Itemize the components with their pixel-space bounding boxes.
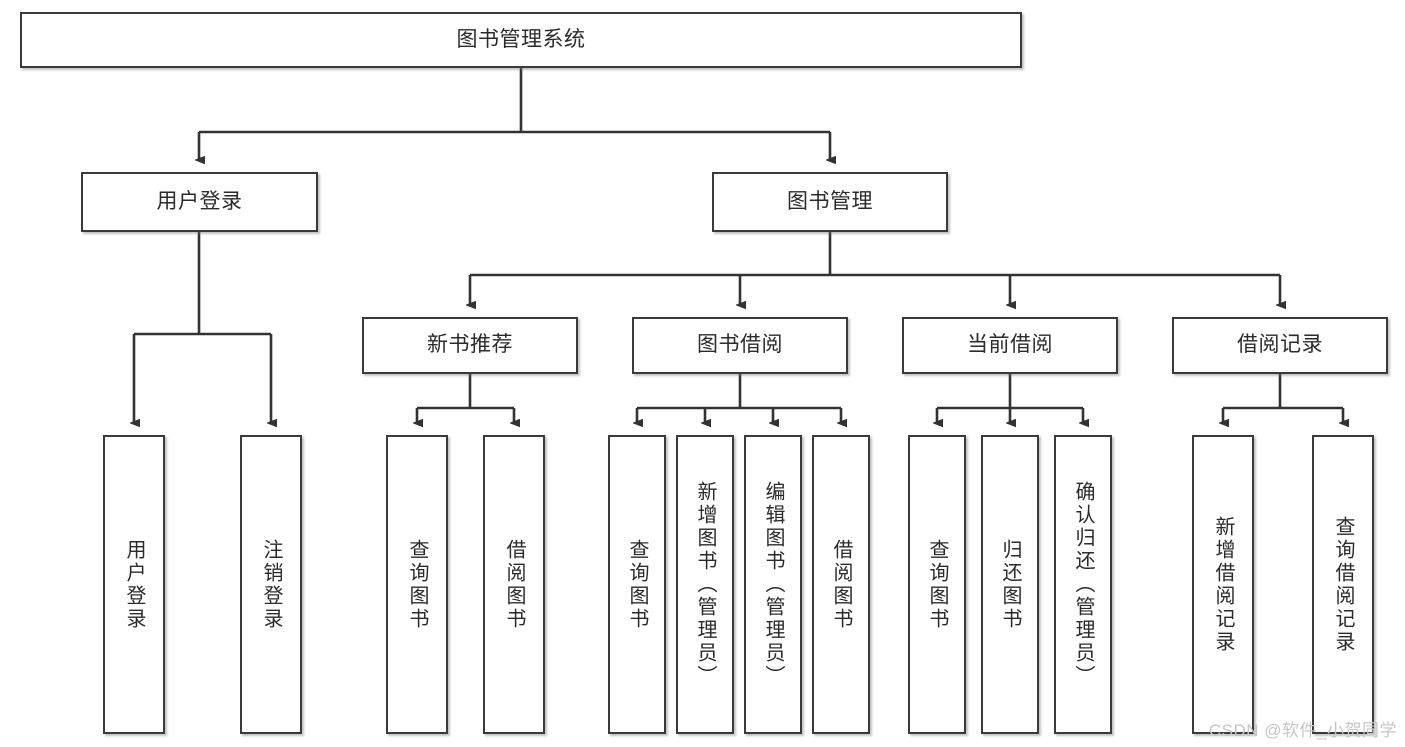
node-leaf-add-book-admin[interactable]: 新增图书（管理员） bbox=[676, 435, 734, 734]
node-leaf-borrow-book[interactable]: 借阅图书 bbox=[812, 435, 870, 734]
node-new-book-recommend[interactable]: 新书推荐 bbox=[362, 317, 578, 374]
node-root[interactable]: 图书管理系统 bbox=[20, 12, 1022, 68]
node-book-manage[interactable]: 图书管理 bbox=[712, 172, 948, 232]
node-leaf-query-book-borrow[interactable]: 查询图书 bbox=[608, 435, 666, 734]
watermark-text: CSDN @软件_小贺同学 bbox=[1208, 721, 1397, 740]
node-leaf-add-borrow-record-label: 新增借阅记录 bbox=[1212, 515, 1234, 654]
node-borrow-record[interactable]: 借阅记录 bbox=[1172, 317, 1388, 374]
node-root-label: 图书管理系统 bbox=[456, 27, 586, 51]
node-user-login[interactable]: 用户登录 bbox=[81, 172, 318, 232]
node-leaf-edit-book-admin-label: 编辑图书（管理员） bbox=[762, 481, 784, 688]
node-leaf-query-borrow-record[interactable]: 查询借阅记录 bbox=[1312, 435, 1374, 734]
node-new-book-recommend-label: 新书推荐 bbox=[427, 333, 513, 357]
node-user-login-label: 用户登录 bbox=[156, 189, 243, 213]
node-book-borrow[interactable]: 图书借阅 bbox=[632, 317, 848, 374]
node-leaf-logout-login[interactable]: 注销登录 bbox=[240, 435, 302, 734]
node-leaf-query-book-rec-label: 查询图书 bbox=[406, 538, 428, 631]
node-leaf-return-book[interactable]: 归还图书 bbox=[981, 435, 1039, 734]
node-current-borrow[interactable]: 当前借阅 bbox=[902, 317, 1118, 374]
node-leaf-edit-book-admin[interactable]: 编辑图书（管理员） bbox=[744, 435, 802, 734]
node-book-borrow-label: 图书借阅 bbox=[697, 333, 783, 357]
node-leaf-user-login[interactable]: 用户登录 bbox=[103, 435, 165, 734]
node-leaf-confirm-return-admin-label: 确认归还（管理员） bbox=[1072, 481, 1094, 688]
node-leaf-query-borrow-record-label: 查询借阅记录 bbox=[1332, 515, 1354, 654]
node-leaf-add-borrow-record[interactable]: 新增借阅记录 bbox=[1192, 435, 1254, 734]
node-leaf-borrow-book-rec-label: 借阅图书 bbox=[503, 538, 525, 631]
node-leaf-add-book-admin-label: 新增图书（管理员） bbox=[694, 481, 716, 688]
node-leaf-query-book-borrow-label: 查询图书 bbox=[626, 538, 648, 631]
node-leaf-user-login-label: 用户登录 bbox=[123, 538, 145, 631]
node-leaf-borrow-book-label: 借阅图书 bbox=[830, 538, 852, 631]
node-leaf-query-book-rec[interactable]: 查询图书 bbox=[386, 435, 448, 734]
node-leaf-logout-login-label: 注销登录 bbox=[260, 538, 282, 631]
node-borrow-record-label: 借阅记录 bbox=[1237, 333, 1323, 357]
node-book-manage-label: 图书管理 bbox=[787, 189, 873, 213]
node-leaf-query-book-cur[interactable]: 查询图书 bbox=[908, 435, 966, 734]
node-current-borrow-label: 当前借阅 bbox=[967, 333, 1053, 357]
node-leaf-confirm-return-admin[interactable]: 确认归还（管理员） bbox=[1054, 435, 1112, 734]
node-leaf-return-book-label: 归还图书 bbox=[999, 538, 1021, 631]
node-leaf-borrow-book-rec[interactable]: 借阅图书 bbox=[483, 435, 545, 734]
node-leaf-query-book-cur-label: 查询图书 bbox=[926, 538, 948, 631]
